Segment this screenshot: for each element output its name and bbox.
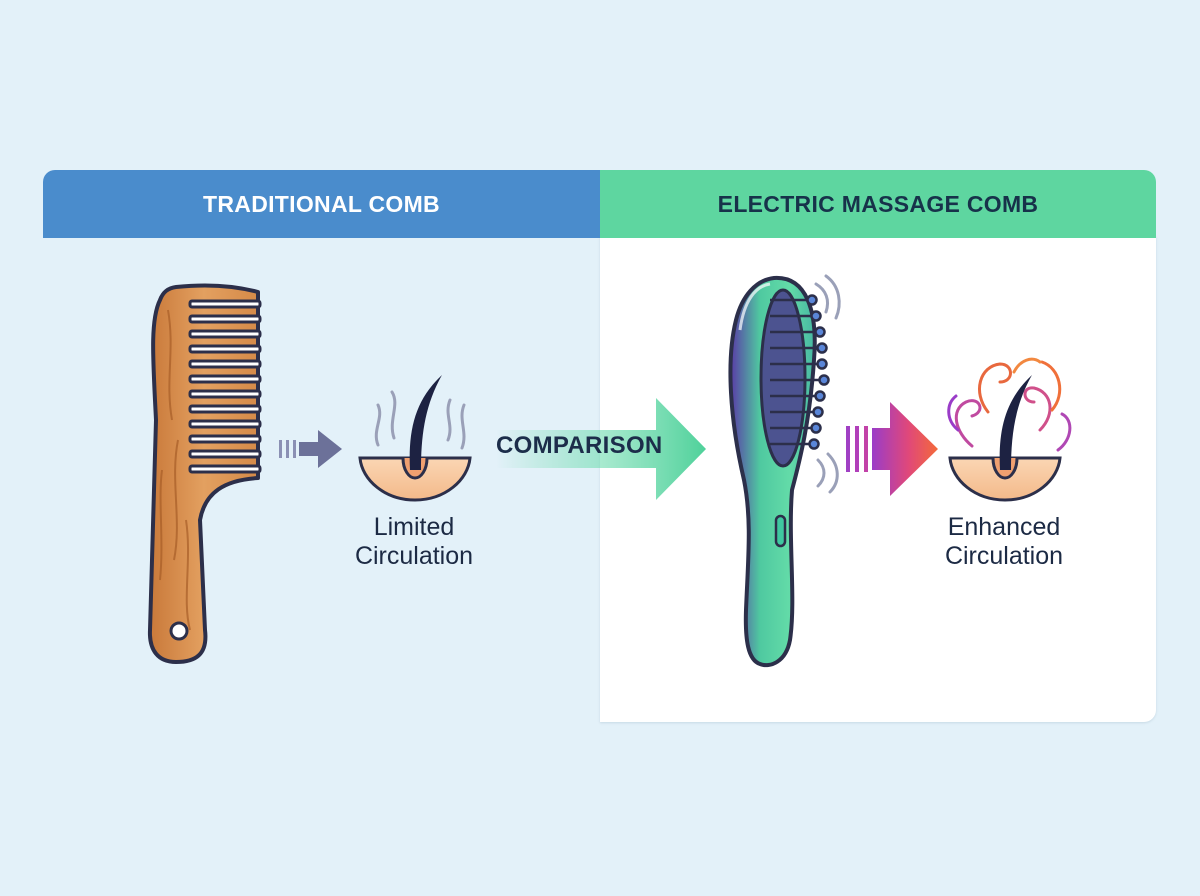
enhanced-circulation-line2: Circulation <box>944 542 1064 570</box>
hair-follicle-limited-icon <box>358 375 472 502</box>
heat-arrow-icon-right <box>846 402 938 496</box>
small-arrow-icon-left <box>279 430 342 468</box>
electric-massage-comb-header: ELECTRIC MASSAGE COMB <box>600 170 1156 238</box>
traditional-comb-header: TRADITIONAL COMB <box>43 170 600 238</box>
electric-massage-brush-icon <box>728 274 841 668</box>
comparison-arrow <box>496 398 706 500</box>
hair-follicle-enhanced-icon <box>947 357 1072 502</box>
electric-panel-background <box>600 236 1156 722</box>
limited-circulation-line2: Circulation <box>354 542 474 570</box>
enhanced-circulation-label: Enhanced Circulation <box>906 513 1102 571</box>
limited-circulation-line1: Limited <box>373 513 455 541</box>
comparison-label: COMPARISON <box>496 432 663 459</box>
limited-circulation-label: Limited Circulation <box>316 513 512 571</box>
wooden-comb-icon <box>147 283 262 664</box>
enhanced-circulation-line1: Enhanced <box>947 513 1061 541</box>
